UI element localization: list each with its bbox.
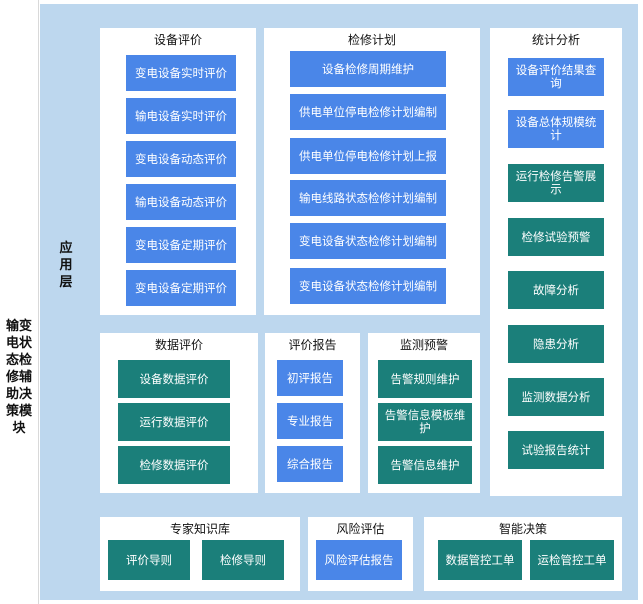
item-maintenance-data-eval[interactable]: 检修数据评价	[118, 446, 230, 484]
item-eval-guideline[interactable]: 评价导则	[108, 540, 190, 580]
panel-expert-kb: 专家知识库 评价导则 检修导则	[100, 517, 300, 591]
item-data-control-ticket[interactable]: 数据管控工单	[438, 540, 522, 580]
item-initial-report[interactable]: 初评报告	[277, 360, 343, 396]
item-alarm-rule[interactable]: 告警规则维护	[378, 360, 472, 398]
panel-title: 设备评价	[153, 33, 202, 47]
item-outage-plan-compile[interactable]: 供电单位停电检修计划编制	[290, 94, 446, 130]
item-substation-periodic-eval-2[interactable]: 变电设备定期评价	[126, 270, 236, 306]
panel-data-eval: 数据评价 设备数据评价 运行数据评价 检修数据评价	[100, 333, 258, 493]
item-hazard-analysis[interactable]: 隐患分析	[508, 325, 604, 363]
item-outage-plan-report[interactable]: 供电单位停电检修计划上报	[290, 138, 446, 174]
item-substation-realtime-eval[interactable]: 变电设备实时评价	[126, 55, 236, 91]
item-monitor-data-analysis[interactable]: 监测数据分析	[508, 378, 604, 416]
item-equipment-data-eval[interactable]: 设备数据评价	[118, 360, 230, 398]
panel-monitor-alarm: 监测预警 告警规则维护 告警信息模板维护 告警信息维护	[368, 333, 480, 493]
item-transmission-realtime-eval[interactable]: 输电设备实时评价	[126, 98, 236, 134]
item-transmission-dynamic-eval[interactable]: 输电设备动态评价	[126, 184, 236, 220]
panel-maintenance-plan: 检修计划 设备检修周期维护 供电单位停电检修计划编制 供电单位停电检修计划上报 …	[264, 28, 480, 315]
item-professional-report[interactable]: 专业报告	[277, 403, 343, 439]
item-test-warning[interactable]: 检修试验预警	[508, 218, 604, 256]
panel-title: 风险评估	[336, 522, 385, 536]
item-substation-periodic-eval[interactable]: 变电设备定期评价	[126, 227, 236, 263]
item-scale-statistics[interactable]: 设备总体规模统计	[508, 110, 604, 148]
panel-title: 专家知识库	[169, 522, 230, 536]
panel-title: 监测预警	[399, 338, 448, 352]
panel-equipment-eval: 设备评价 变电设备实时评价 输电设备实时评价 变电设备动态评价 输电设备动态评价…	[100, 28, 256, 315]
item-fault-analysis[interactable]: 故障分析	[508, 271, 604, 309]
module-title: 输变电状态检修辅助决策模块	[6, 319, 33, 436]
panel-statistics: 统计分析 设备评价结果查询 设备总体规模统计 运行检修告警展示 检修试验预警 故…	[490, 28, 622, 496]
item-substation-dynamic-eval[interactable]: 变电设备动态评价	[126, 141, 236, 177]
panel-title: 检修计划	[347, 33, 396, 47]
item-eval-result-query[interactable]: 设备评价结果查询	[508, 58, 604, 96]
item-ops-control-ticket[interactable]: 运检管控工单	[530, 540, 614, 580]
panel-title: 智能决策	[498, 522, 547, 536]
item-substation-plan-compile[interactable]: 变电设备状态检修计划编制	[290, 223, 446, 259]
item-line-plan-compile[interactable]: 输电线路状态检修计划编制	[290, 180, 446, 216]
item-risk-report[interactable]: 风险评估报告	[316, 540, 402, 580]
panel-title: 评价报告	[288, 338, 337, 352]
layer-label: 应用层	[59, 241, 73, 290]
panel-smart-decision: 智能决策 数据管控工单 运检管控工单	[424, 517, 622, 591]
panel-risk-eval: 风险评估 风险评估报告	[308, 517, 413, 591]
module-strip: 输变电状态检修辅助决策模块	[0, 0, 39, 604]
panel-title: 统计分析	[531, 33, 580, 47]
item-alarm-info[interactable]: 告警信息维护	[378, 446, 472, 484]
item-maintenance-cycle[interactable]: 设备检修周期维护	[290, 51, 446, 87]
item-operation-data-eval[interactable]: 运行数据评价	[118, 403, 230, 441]
item-substation-plan-compile-2[interactable]: 变电设备状态检修计划编制	[290, 268, 446, 304]
item-maintenance-guideline[interactable]: 检修导则	[202, 540, 284, 580]
panel-title: 数据评价	[154, 338, 203, 352]
panel-eval-report: 评价报告 初评报告 专业报告 综合报告	[265, 333, 360, 493]
item-comprehensive-report[interactable]: 综合报告	[277, 446, 343, 482]
item-test-report-stats[interactable]: 试验报告统计	[508, 431, 604, 469]
item-alarm-template[interactable]: 告警信息模板维护	[378, 403, 472, 441]
item-alarm-display[interactable]: 运行检修告警展示	[508, 164, 604, 202]
